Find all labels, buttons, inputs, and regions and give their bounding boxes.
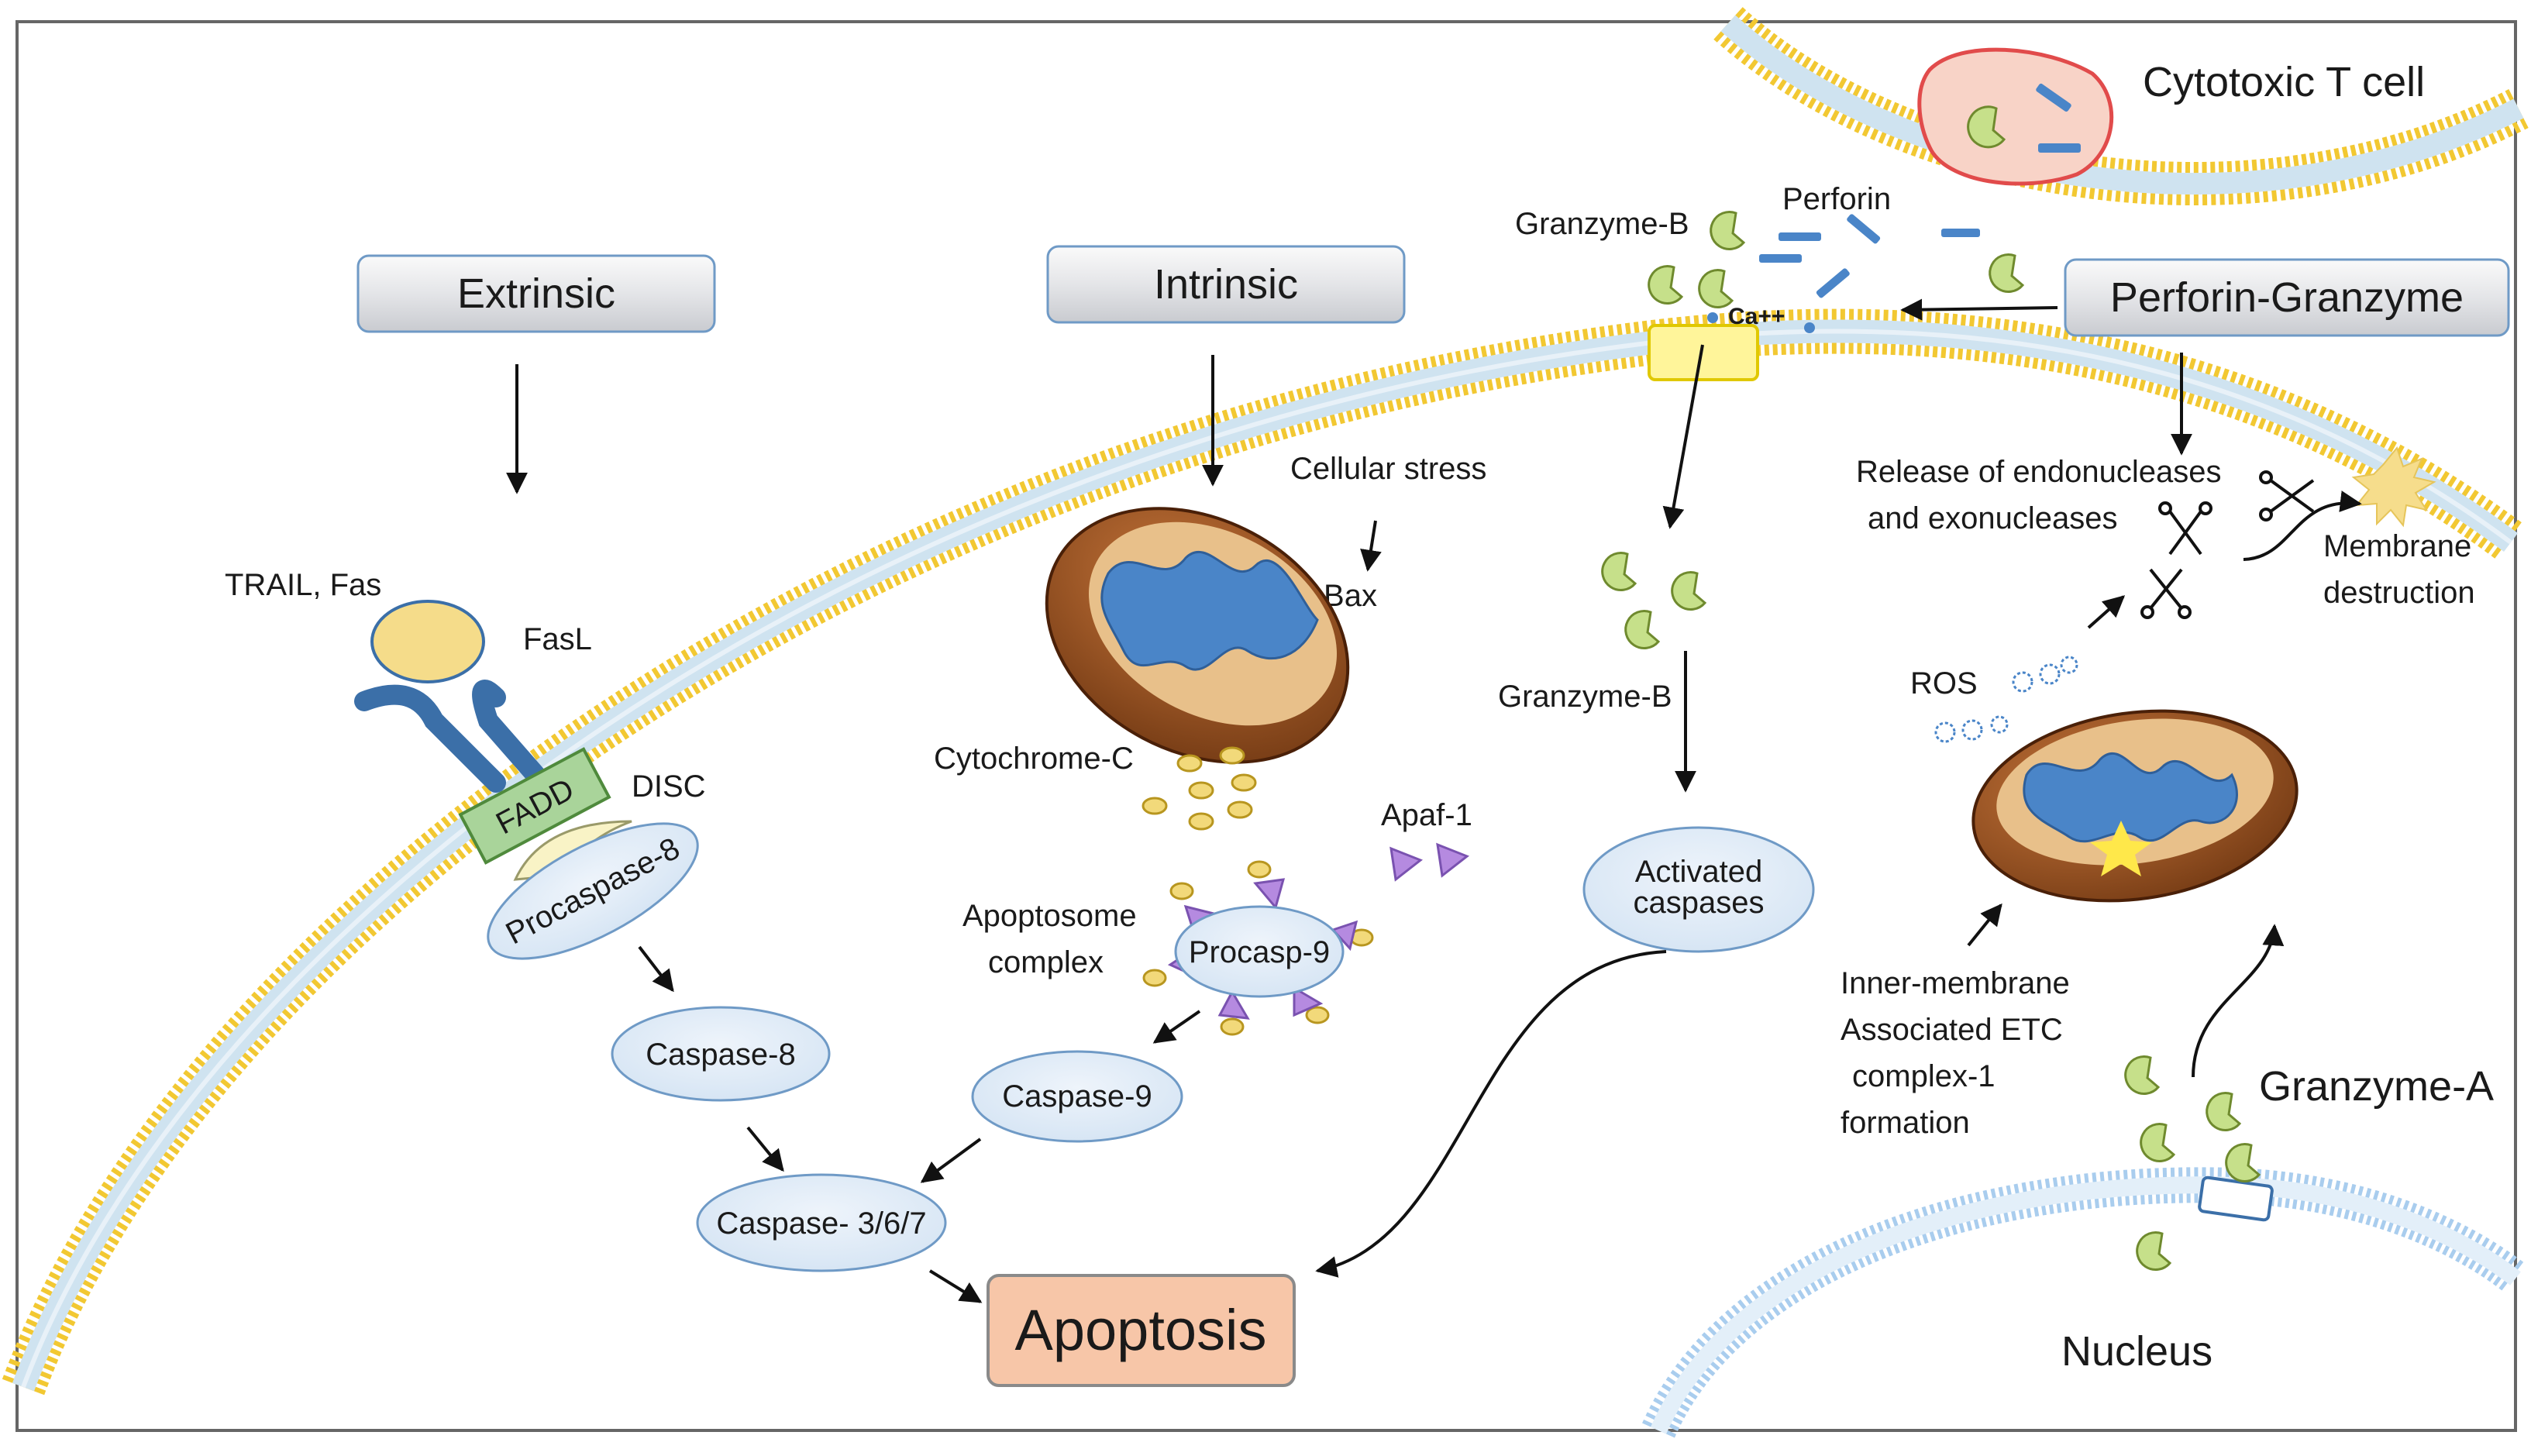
intrinsic-header: Intrinsic [1046, 245, 1406, 324]
apoptosome-complex: Procasp-9 [1142, 860, 1374, 1036]
arrow-casp9-to-casp367 [920, 1138, 982, 1183]
calcium-ions [1707, 312, 1815, 333]
scissors-icon [2259, 470, 2315, 521]
receptor-arm-icon [472, 680, 553, 793]
perforin-icon [2038, 143, 2081, 153]
etc-label-line1: Inner-membrane [1841, 966, 2070, 1000]
release-label-line1: Release of endonucleases [1856, 455, 2221, 489]
extrinsic-label: Extrinsic [457, 270, 615, 317]
t-cell-membrane [1713, 7, 2529, 205]
apaf1-icons [1389, 842, 1469, 882]
arrow-granzyme-a-to-mitochondrion [2192, 924, 2285, 1078]
caspase8-node: Caspase-8 [611, 1006, 831, 1102]
arrow-caspases-to-apoptosis [1315, 950, 1667, 1278]
release-label-line2: and exonucleases [1868, 501, 2117, 535]
cell-membrane [2, 308, 2525, 1396]
cytotoxic-granule [1917, 47, 2114, 186]
activated-caspases-label-line1: Activated [1635, 855, 1763, 889]
arrow-casp8-to-casp367 [746, 1126, 784, 1172]
granzyme-a-icons [2124, 1055, 2261, 1271]
scissors-icon [2158, 501, 2212, 556]
cellular-stress-label: Cellular stress [1290, 452, 1486, 486]
perforin-granzyme-label: Perforin-Granzyme [2110, 274, 2464, 321]
cytotoxic-t-cell-label: Cytotoxic T cell [2143, 59, 2425, 105]
perforin-icon [2036, 83, 2071, 112]
membrane-damage-icon [2351, 446, 2436, 528]
granzyme-b-mid-icons [1601, 552, 1707, 649]
trail-fas-label: TRAIL, Fas [225, 568, 381, 602]
nuclear-pore [2198, 1175, 2274, 1222]
caspase367-label: Caspase- 3/6/7 [716, 1206, 926, 1241]
extrinsic-header: Extrinsic [356, 254, 716, 333]
cytochrome-c-particles [1142, 746, 1257, 831]
etc-label-line2: Associated ETC [1841, 1013, 2063, 1047]
granzyme-b-top-label: Granzyme-B [1515, 207, 1689, 241]
apaf1-label: Apaf-1 [1381, 798, 1472, 832]
caspase367-node: Caspase- 3/6/7 [696, 1173, 947, 1272]
intrinsic-label: Intrinsic [1154, 261, 1298, 308]
calcium-label: Ca++ [1728, 304, 1785, 329]
granzyme-b-mid-label: Granzyme-B [1498, 680, 1672, 714]
apoptosome-label-line1: Apoptosome [962, 899, 1137, 933]
mitochondrion-intrinsic [1045, 507, 1350, 764]
perforin-pore [1648, 324, 1759, 381]
granzyme-icon [1967, 105, 2006, 149]
granzyme-a-label: Granzyme-A [2259, 1063, 2494, 1110]
disc-label: DISC [632, 769, 706, 804]
arrow-nucleases-to-membrane [2243, 490, 2362, 561]
nucleus-label: Nucleus [2061, 1328, 2212, 1375]
fas-ligand-icon [370, 600, 485, 683]
death-receptor [354, 600, 553, 793]
arrow-header-to-tcell [1900, 298, 2058, 321]
membrane-destruction-line2: destruction [2323, 576, 2475, 610]
mitochondrion-granzyme [1971, 709, 2299, 903]
stress-arrow [1360, 520, 1382, 572]
procaspase8-node: Procaspase-8 [487, 822, 699, 960]
arrow-pore-to-granzyme-b [1662, 344, 1704, 529]
procasp9-node [1174, 905, 1345, 998]
perforin-granzyme-header: Perforin-Granzyme [2064, 258, 2510, 337]
ros-particles [1934, 656, 2078, 743]
cytochrome-c-label: Cytochrome-C [934, 742, 1134, 776]
scissors-icons [2140, 470, 2315, 619]
arrow-ros-to-nucleases [2087, 595, 2126, 629]
scissors-icon [2140, 568, 2192, 619]
apoptosome-label-line2: complex [988, 945, 1104, 979]
arrow-procasp9-to-casp9 [1152, 1010, 1201, 1044]
activated-caspases-node: Activated caspases [1582, 826, 1815, 953]
nucleus-membrane [1641, 1167, 2527, 1438]
caspase9-node: Caspase-9 [971, 1050, 1183, 1143]
fasl-label: FasL [523, 622, 592, 656]
arrow-procasp8-to-casp8 [638, 945, 674, 993]
etc-label-line3: complex-1 [1852, 1059, 1996, 1093]
fadd-box [458, 747, 611, 865]
perforin-top-icons [1759, 214, 1980, 298]
star-icon [2090, 821, 2152, 876]
ros-label: ROS [1910, 666, 1978, 700]
receptor-arm-icon [354, 684, 506, 793]
procasp9-label: Procasp-9 [1189, 935, 1330, 969]
arrow-casp367-to-apoptosis [928, 1269, 983, 1303]
caspase9-label: Caspase-9 [1002, 1079, 1152, 1114]
arrow-etc-to-mitochondrion [1967, 903, 2002, 947]
caspase8-label: Caspase-8 [646, 1038, 795, 1072]
etc-label-line4: formation [1841, 1106, 1970, 1140]
membrane-destruction-line1: Membrane [2323, 529, 2471, 563]
perforin-label: Perforin [1782, 182, 1891, 216]
activated-caspases-label-line2: caspases [1634, 886, 1765, 920]
apoptosis-box: Apoptosis [987, 1274, 1296, 1387]
granzyme-b-top-icons [1648, 211, 2025, 308]
apoptosis-label: Apoptosis [1015, 1298, 1267, 1362]
